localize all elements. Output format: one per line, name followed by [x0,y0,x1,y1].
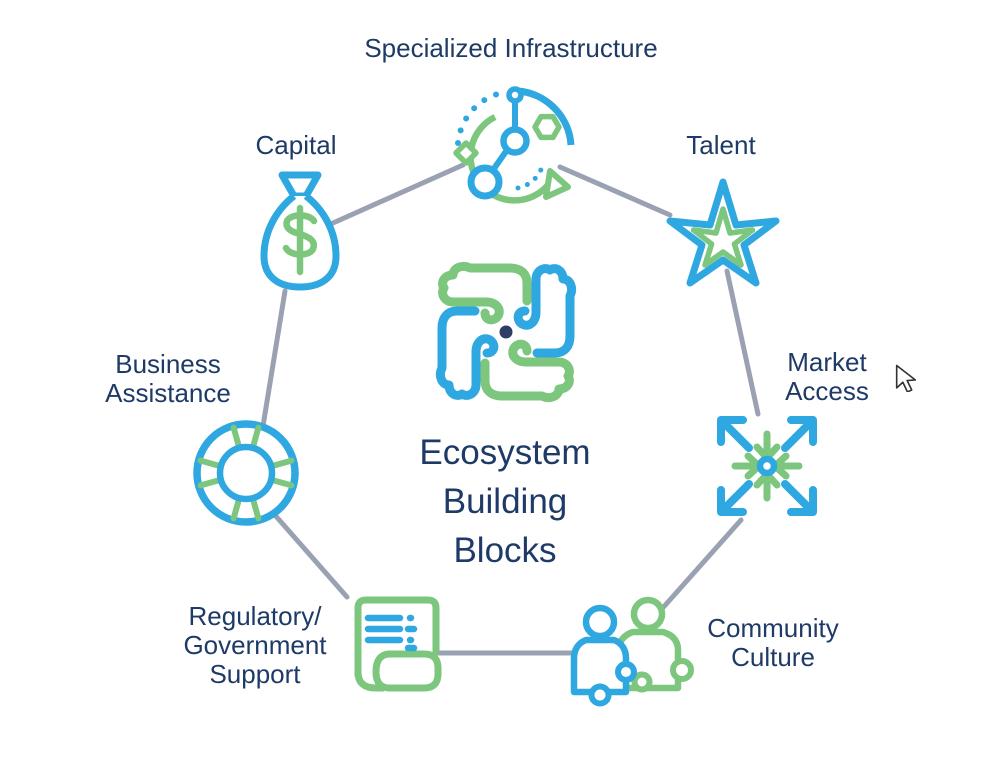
label-talent: Talent [686,130,756,160]
network-infrastructure-icon [450,85,580,215]
label-regulatory-government-support: Regulatory/ Government Support [183,601,327,689]
mouse-cursor [895,364,919,392]
center-title: Ecosystem Building Blocks [419,433,591,570]
label-capital: Capital [255,130,337,160]
converging-arrows-icon [713,412,821,520]
hands-teamwork-icon [424,252,588,412]
star-icon [663,176,783,292]
money-bag-icon [252,170,348,292]
label-community-culture: Community Culture [707,613,839,672]
label-business-assistance: Business Assistance [105,349,231,408]
lifebuoy-icon [190,417,302,529]
label-specialized-infrastructure: Specialized Infrastructure [364,33,658,63]
scroll-document-icon [346,592,446,696]
puzzle-people-icon [566,592,698,712]
label-market-access: Market Access [785,347,869,406]
